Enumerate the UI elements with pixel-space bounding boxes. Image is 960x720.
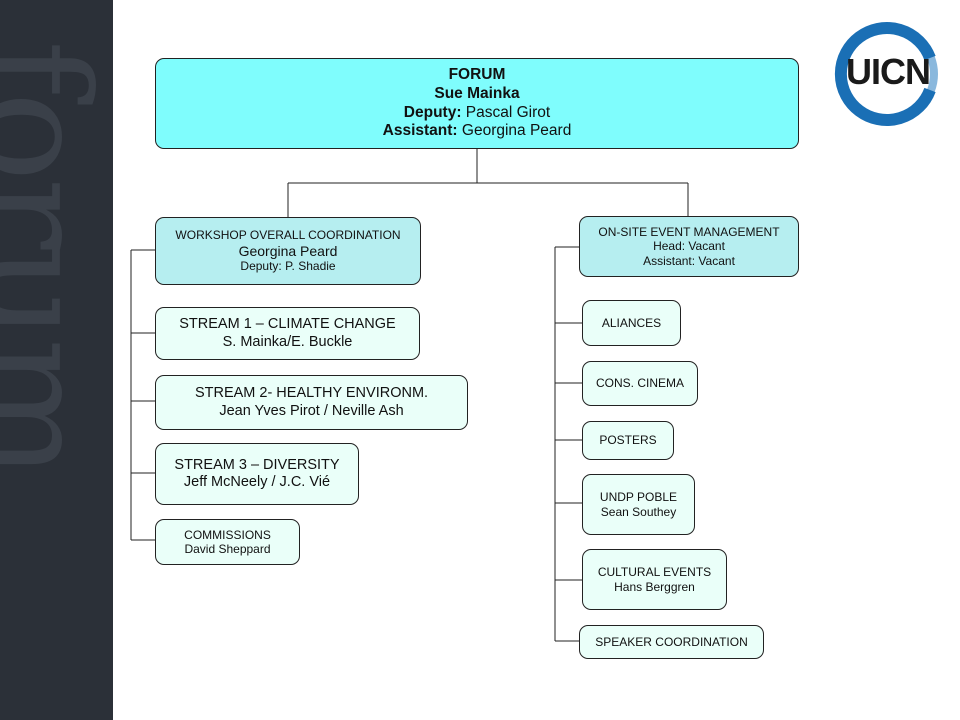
- forum-title: FORUM: [448, 66, 506, 84]
- deputy-name: Pascal Girot: [461, 103, 551, 121]
- commissions-people: David Sheppard: [184, 542, 271, 556]
- uicn-logo: UICN: [830, 20, 945, 128]
- cons-cinema-title: CONS. CINEMA: [595, 376, 684, 391]
- uicn-logo-ring-icon: [834, 22, 938, 126]
- forum-assistant: Assistant: Georgina Peard: [383, 122, 572, 141]
- aliances-node: ALIANCES: [582, 300, 681, 346]
- workshop-title: WORKSHOP OVERALL COORDINATION: [175, 228, 401, 243]
- undp-poble-people: Sean Southey: [600, 504, 677, 519]
- cultural-events-people: Hans Berggren: [614, 579, 695, 594]
- stream-3-node: STREAM 3 – DIVERSITY Jeff McNeely / J.C.…: [155, 443, 359, 505]
- cons-cinema-node: CONS. CINEMA: [582, 361, 698, 406]
- commissions-title: COMMISSIONS: [184, 527, 271, 542]
- forum-root-node: FORUM Sue Mainka Deputy: Pascal Girot As…: [155, 58, 799, 149]
- undp-poble-title: UNDP POBLE: [599, 490, 678, 505]
- assistant-name: Georgina Peard: [457, 122, 572, 140]
- deputy-label: Deputy:: [403, 103, 462, 121]
- onsite-title: ON-SITE EVENT MANAGEMENT: [598, 224, 780, 239]
- posters-node: POSTERS: [582, 421, 674, 460]
- workshop-coordination-node: WORKSHOP OVERALL COORDINATION Georgina P…: [155, 217, 421, 285]
- cultural-events-title: CULTURAL EVENTS: [597, 565, 712, 580]
- undp-poble-node: UNDP POBLE Sean Southey: [582, 474, 695, 535]
- speaker-coordination-node: SPEAKER COORDINATION: [579, 625, 764, 659]
- forum-deputy: Deputy: Pascal Girot: [404, 104, 550, 123]
- onsite-assistant: Assistant: Vacant: [643, 253, 735, 268]
- workshop-name: Georgina Peard: [238, 242, 338, 259]
- commissions-node: COMMISSIONS David Sheppard: [155, 519, 300, 565]
- onsite-management-node: ON-SITE EVENT MANAGEMENT Head: Vacant As…: [579, 216, 799, 277]
- stream-2-node: STREAM 2- HEALTHY ENVIRONM. Jean Yves Pi…: [155, 375, 468, 430]
- stream-3-people: Jeff McNeely / J.C. Vié: [183, 474, 331, 490]
- stream-1-people: S. Mainka/E. Buckle: [222, 333, 353, 350]
- stream-2-title: STREAM 2- HEALTHY ENVIRONM.: [194, 385, 429, 402]
- aliances-title: ALIANCES: [601, 315, 662, 330]
- logo-wordmark: UICN: [846, 51, 931, 92]
- forum-lead: Sue Mainka: [434, 84, 520, 102]
- speaker-coordination-title: SPEAKER COORDINATION: [595, 634, 748, 649]
- stream-3-title: STREAM 3 – DIVERSITY: [174, 456, 340, 473]
- onsite-head: Head: Vacant: [653, 239, 725, 254]
- sidebar-band: forum: [0, 0, 113, 720]
- stream-1-node: STREAM 1 – CLIMATE CHANGE S. Mainka/E. B…: [155, 307, 420, 360]
- workshop-deputy: Deputy: P. Shadie: [240, 259, 336, 274]
- stream-1-title: STREAM 1 – CLIMATE CHANGE: [179, 316, 396, 333]
- stream-2-people: Jean Yves Pirot / Neville Ash: [219, 402, 404, 419]
- posters-title: POSTERS: [599, 433, 657, 448]
- cultural-events-node: CULTURAL EVENTS Hans Berggren: [582, 549, 727, 610]
- assistant-label: Assistant:: [382, 122, 458, 140]
